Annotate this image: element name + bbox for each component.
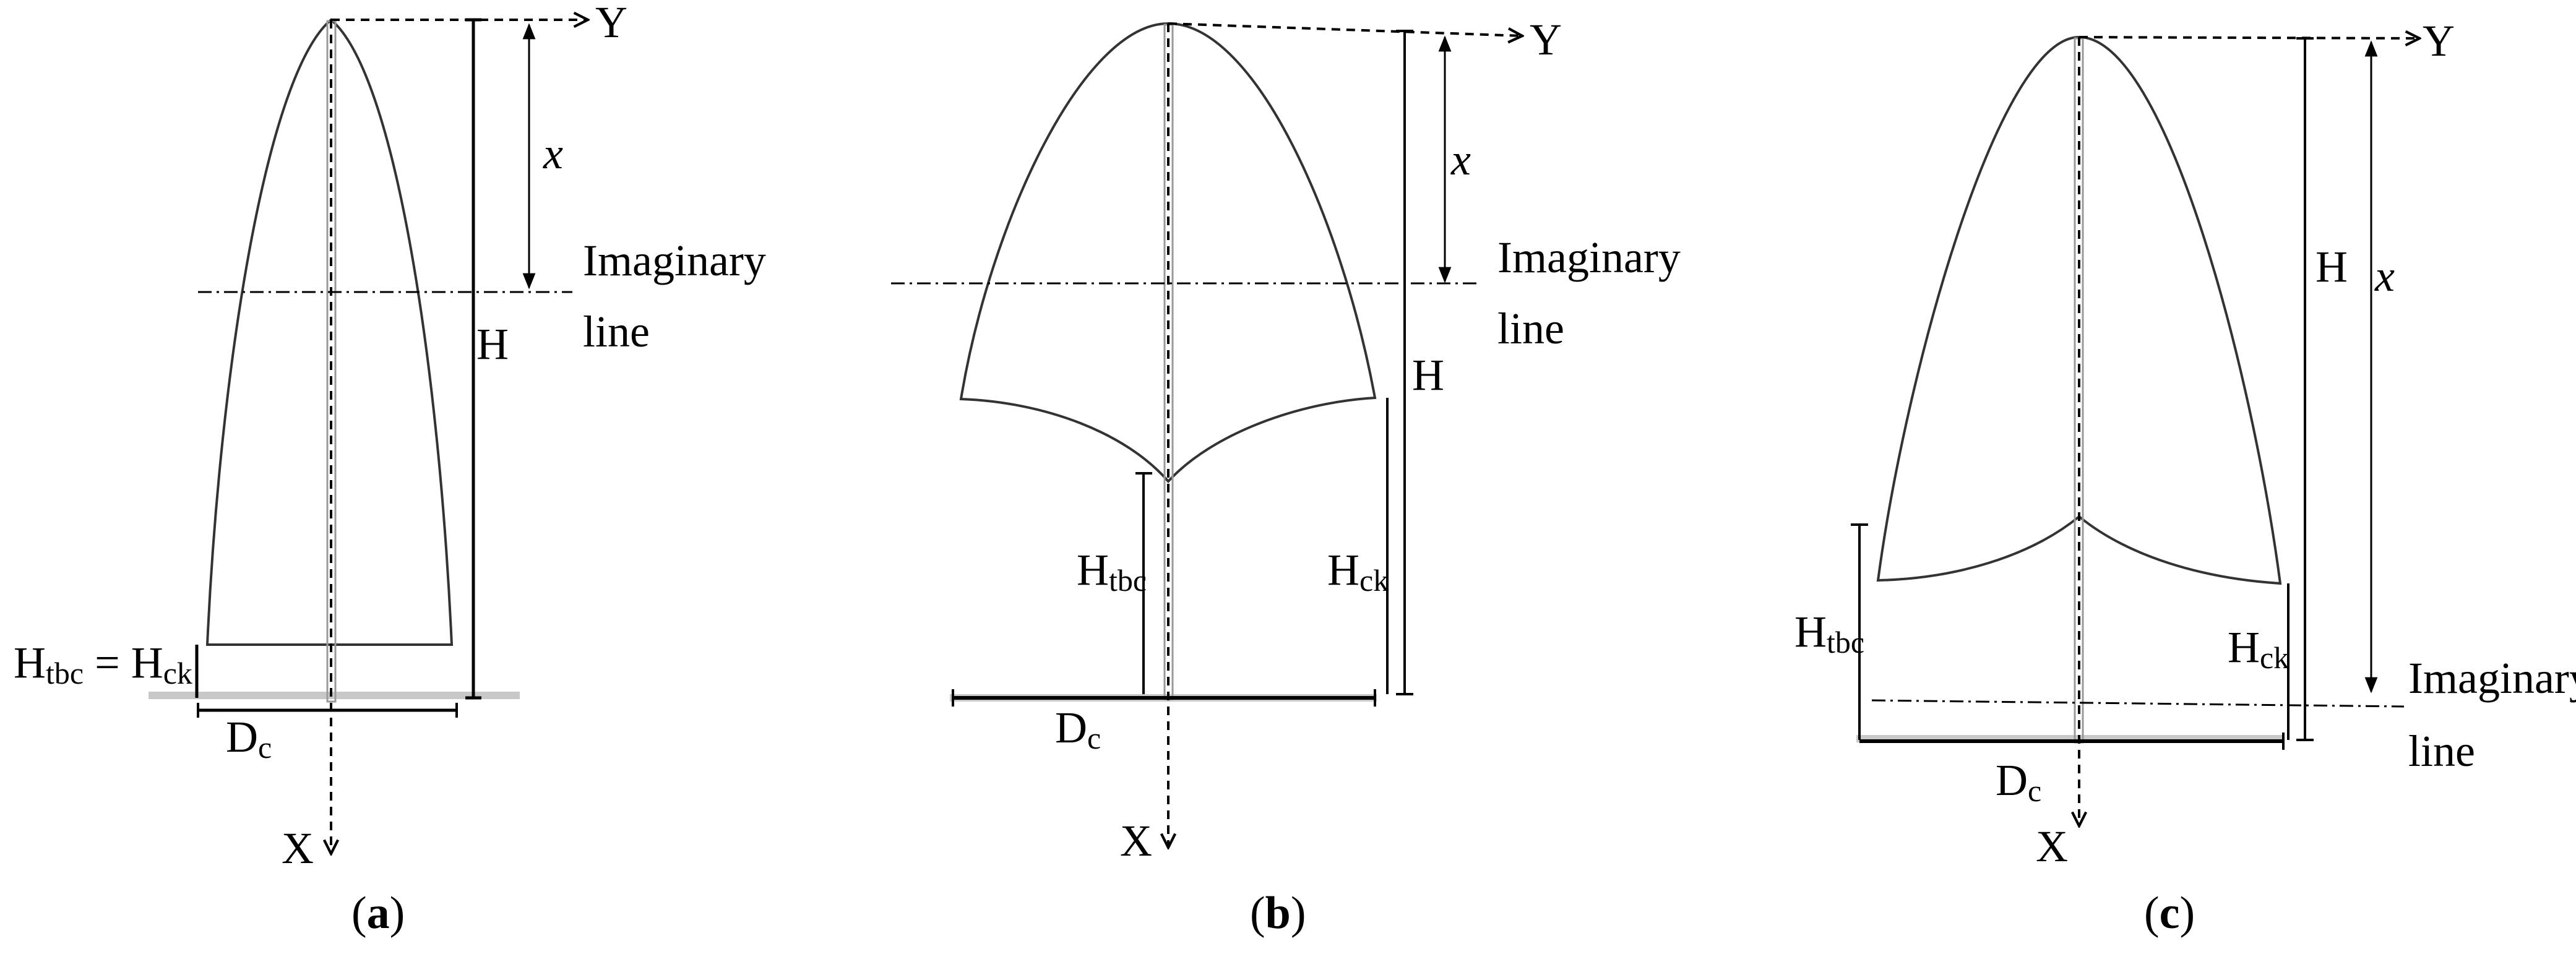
panel-a-caption: (a) — [351, 888, 405, 939]
panel-b-body-outline — [959, 22, 1377, 483]
panel-c-htbc-label: Htbc — [1794, 607, 1864, 660]
panel-b: Y X x H Imaginary line Htbc Hck Dc (b) — [891, 15, 1681, 939]
panel-b-y-label: Y — [1530, 15, 1562, 64]
panel-c-y-label: Y — [2423, 16, 2455, 66]
panel-a-imaginary-line-2: line — [583, 307, 650, 356]
panel-c: Y X x H Imaginary line Htbc Hck Dc (c) — [1794, 16, 2576, 939]
panel-c-x-label: X — [2036, 822, 2068, 871]
panel-a-htbc-hck-label: Htbc = Hck — [14, 638, 192, 690]
panel-a-dc-label: Dc — [226, 712, 272, 765]
panel-c-var-x: x — [2374, 251, 2395, 301]
panel-a-var-x: x — [543, 129, 563, 178]
panel-c-body-outline — [1876, 35, 2282, 585]
panel-b-dc-label: Dc — [1055, 703, 1101, 755]
panel-b-centerline — [1163, 24, 1174, 700]
panel-c-imaginary-line — [1871, 699, 2405, 708]
panel-c-dc-label: Dc — [1996, 755, 2041, 808]
panel-a-imaginary-line-1: Imaginary — [583, 236, 766, 285]
panel-c-y-axis — [2078, 37, 2419, 38]
panel-b-imaginary-line-1: Imaginary — [1497, 233, 1681, 282]
panel-b-caption: (b) — [1250, 888, 1306, 939]
panel-c-hck-label: Hck — [2228, 622, 2289, 675]
panel-b-y-axis — [1168, 22, 1522, 36]
panel-b-hck-label: Hck — [1327, 545, 1389, 598]
panel-c-imaginary-line-2: line — [2408, 726, 2475, 776]
panel-c-caption: (c) — [2144, 888, 2195, 939]
panel-a-x-label: X — [282, 823, 314, 873]
panel-a-base-shade — [149, 692, 520, 699]
panel-c-h-label: H — [2315, 242, 2348, 291]
panel-a-y-label: Y — [595, 0, 627, 47]
panel-a-h-label: H — [476, 319, 509, 369]
panel-b-imaginary-line-2: line — [1497, 304, 1564, 353]
panel-b-h-label: H — [1412, 350, 1444, 400]
panel-c-imaginary-line-1: Imaginary — [2408, 653, 2576, 703]
panel-a: Y X x H Imaginary line Htbc = Hck Dc (a) — [14, 0, 766, 939]
panel-b-var-x: x — [1450, 135, 1471, 184]
panel-b-x-label: X — [1120, 816, 1152, 866]
panel-a-body-outline — [205, 18, 454, 646]
panel-b-htbc-label: Htbc — [1077, 545, 1147, 598]
